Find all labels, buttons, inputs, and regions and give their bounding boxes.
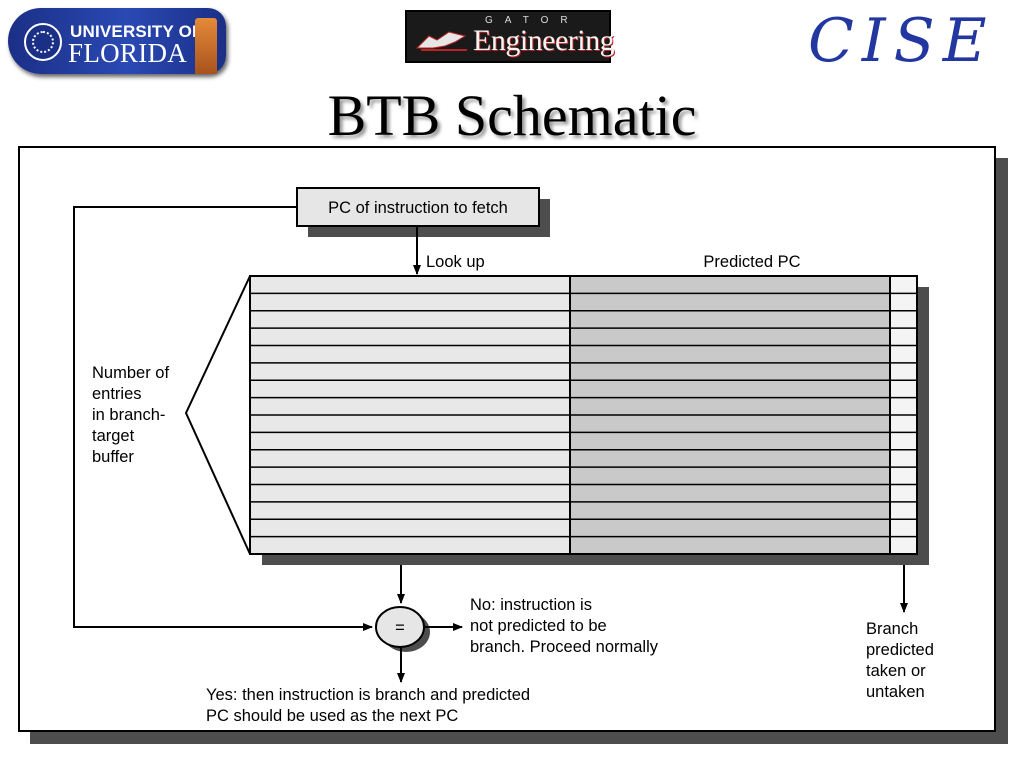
uf-logo-line2: FLORIDA — [68, 38, 188, 68]
entries-label-line: target — [92, 427, 135, 445]
pc-feedback-arrow — [73, 206, 373, 631]
buffer-rows — [250, 292, 917, 538]
entries-label-line: Number of — [92, 364, 169, 382]
uf-logo-line1: UNIVERSITY OF — [70, 22, 203, 41]
no-label-line: No: instruction is — [470, 596, 592, 614]
branch-label-line: Branch — [866, 620, 918, 638]
eng-logo-small-text: GATOR — [485, 15, 580, 26]
gator-icon — [415, 31, 467, 51]
cise-logo: CISE — [808, 6, 995, 76]
yes-label-line: Yes: then instruction is branch and pred… — [206, 686, 530, 704]
pc-box-label: PC of instruction to fetch — [328, 199, 508, 217]
eng-logo-main-text: Engineering — [473, 24, 615, 57]
seal-ring — [32, 31, 54, 53]
slide-title: BTB Schematic — [327, 83, 697, 148]
century-tower-icon — [195, 18, 217, 74]
branch-label-line: predicted — [866, 641, 934, 659]
yes-label-line: PC should be used as the next PC — [206, 707, 458, 725]
entries-brace — [184, 275, 251, 555]
no-label-line: branch. Proceed normally — [470, 638, 659, 656]
no-label-line: not predicted to be — [470, 617, 607, 635]
entries-label-line: in branch- — [92, 406, 165, 424]
university-seal-icon — [24, 23, 62, 61]
entries-label-line: entries — [92, 385, 142, 403]
branch-label-line: taken or — [866, 662, 926, 680]
entries-label-line: buffer — [92, 448, 134, 466]
gator-engineering-logo: GATOR Engineering — [405, 10, 615, 63]
university-of-florida-logo: UNIVERSITY OF FLORIDA — [8, 8, 226, 74]
lookup-label: Look up — [426, 253, 485, 271]
branch-label-line: untaken — [866, 683, 925, 701]
compare-symbol: = — [395, 619, 405, 637]
predicted-pc-label: Predicted PC — [703, 253, 800, 271]
buffer-outline — [249, 275, 918, 555]
